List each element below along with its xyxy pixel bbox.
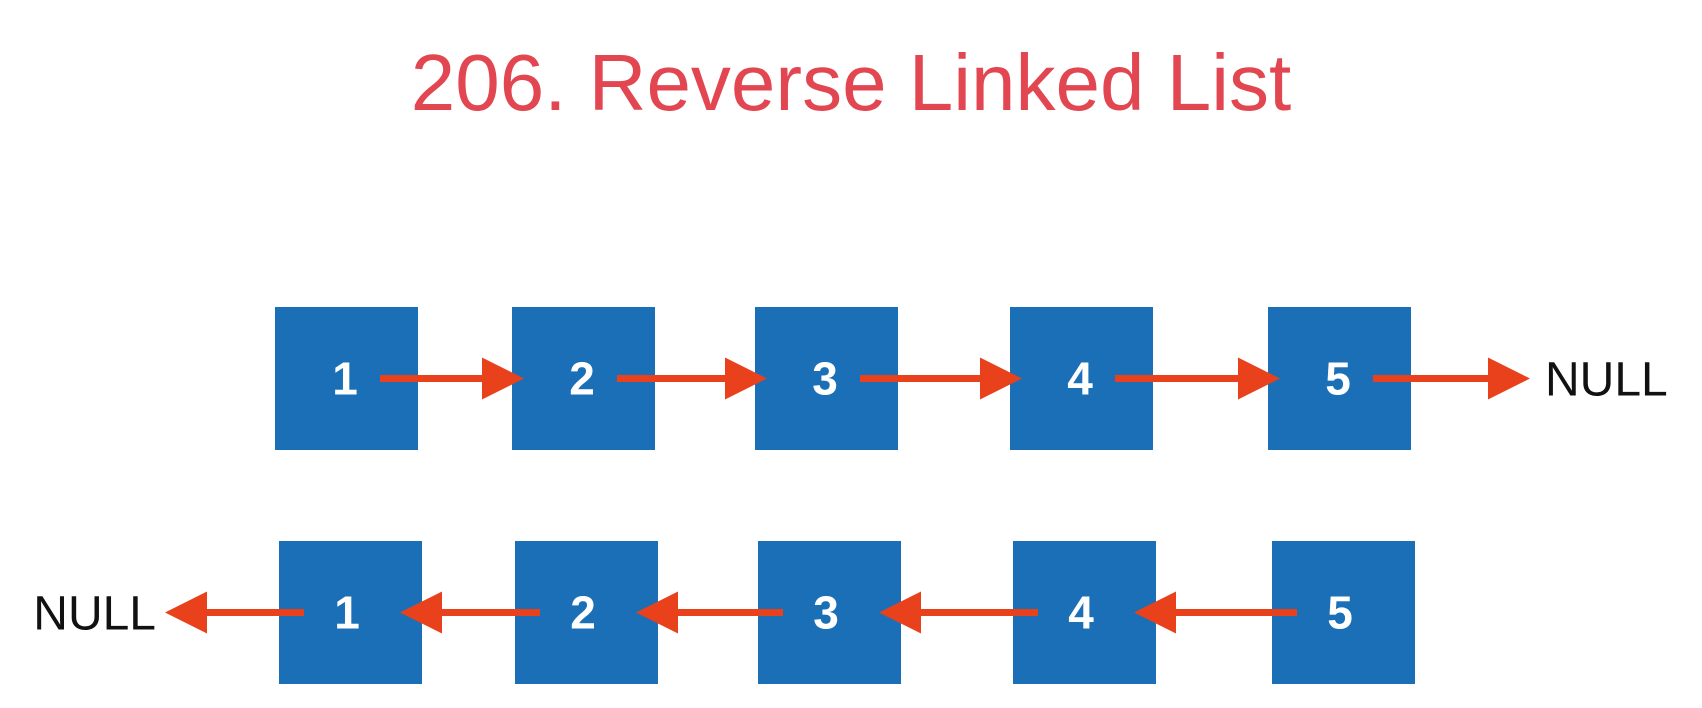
node-label-1-5: 5 [1325,353,1351,405]
node-label-1-1: 1 [332,353,358,405]
null-label-1: NULL [1545,354,1668,407]
node-label-1-4: 4 [1067,353,1093,405]
page-title: 206. Reverse Linked List [410,38,1292,127]
node-label-2-1: 1 [334,587,360,639]
node-label-2-3: 3 [813,587,839,639]
node-label-2-2: 2 [570,587,596,639]
node-label-2-5: 5 [1327,587,1353,639]
node-label-1-2: 2 [569,353,595,405]
node-label-2-4: 4 [1068,587,1094,639]
node-label-1-3: 3 [812,353,838,405]
null-label-2: NULL [33,588,156,641]
